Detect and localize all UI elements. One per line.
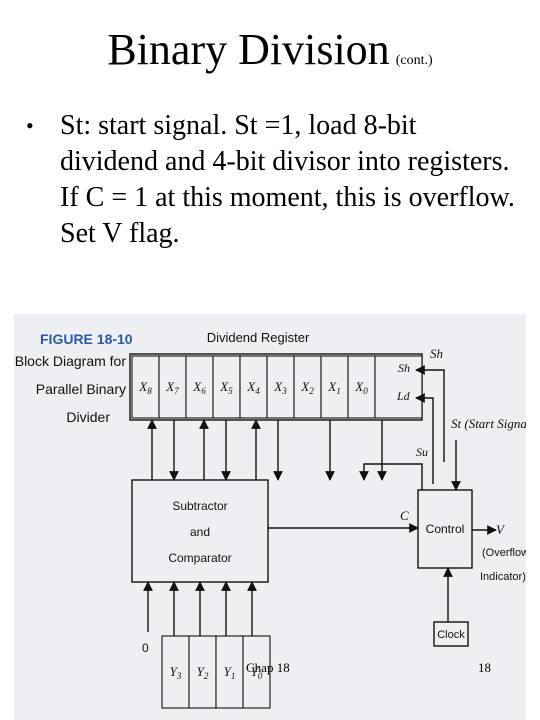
slide-title: Binary Division (cont.) — [0, 24, 540, 75]
block-diagram-figure: FIGURE 18-10 Block Diagram for Parallel … — [14, 314, 526, 720]
dividend-cell — [212, 355, 241, 419]
dividend-register-label: Dividend Register — [207, 330, 310, 345]
subtractor-comparator-block — [131, 479, 269, 583]
subtractor-label-1: Subtractor — [172, 499, 227, 513]
load-label: Ld — [396, 389, 411, 403]
carry-label: C — [400, 508, 409, 523]
clock-block — [433, 621, 469, 647]
start-signal-label: St (Start Signal) — [451, 416, 526, 431]
control-block — [417, 489, 473, 569]
overflow-label: V — [496, 522, 506, 537]
footer-chapter: Chap 18 — [246, 660, 290, 675]
shift-line — [415, 365, 445, 462]
dividend-control-cell — [374, 355, 423, 419]
subtractor-label-3: Comparator — [168, 551, 231, 565]
figure-caption-number: FIGURE 18-10 — [40, 331, 133, 347]
overflow-desc-1: (Overflow — [482, 547, 526, 559]
load-line — [415, 393, 434, 484]
block-diagram-svg: FIGURE 18-10 Block Diagram for Parallel … — [15, 330, 526, 709]
dividend-cell — [320, 355, 349, 419]
footer-page-number: 18 — [478, 660, 491, 675]
figure-caption-line-2: Parallel Binary — [36, 381, 126, 397]
control-label: Control — [426, 522, 465, 536]
figure-caption-line-1: Block Diagram for — [15, 353, 127, 369]
divisor-zero-label: 0 — [142, 641, 149, 655]
bullet-text: St: start signal. St =1, load 8-bit divi… — [60, 110, 515, 249]
divisor-cell — [242, 635, 271, 709]
dividend-cell — [293, 355, 322, 419]
dividend-cell — [239, 355, 268, 419]
dividend-cell — [158, 355, 187, 419]
dividend-cell — [131, 355, 160, 419]
dividend-cell — [347, 355, 376, 419]
slide-title-main: Binary Division — [107, 25, 390, 74]
subtract-line — [359, 463, 423, 490]
shift-signal-label: Sh — [430, 346, 443, 361]
subtractor-label-2: and — [190, 525, 210, 539]
divisor-subtractor-arrows — [143, 581, 257, 636]
bullet-dot-icon: • — [26, 113, 34, 138]
slide-title-suffix: (cont.) — [395, 53, 433, 68]
register-subtractor-arrows — [147, 419, 387, 481]
subtract-label: Su — [416, 445, 428, 459]
shift-label: Sh — [398, 361, 410, 375]
figure-caption-line-3: Divider — [66, 409, 110, 425]
divisor-cell-label: Y1 — [224, 664, 236, 681]
overflow-desc-2: Indicator) — [480, 571, 526, 583]
clock-label: Clock — [437, 629, 465, 641]
divisor-cell — [215, 635, 244, 709]
bullet-point: • St: start signal. St =1, load 8-bit di… — [26, 108, 516, 252]
dividend-cell — [266, 355, 295, 419]
